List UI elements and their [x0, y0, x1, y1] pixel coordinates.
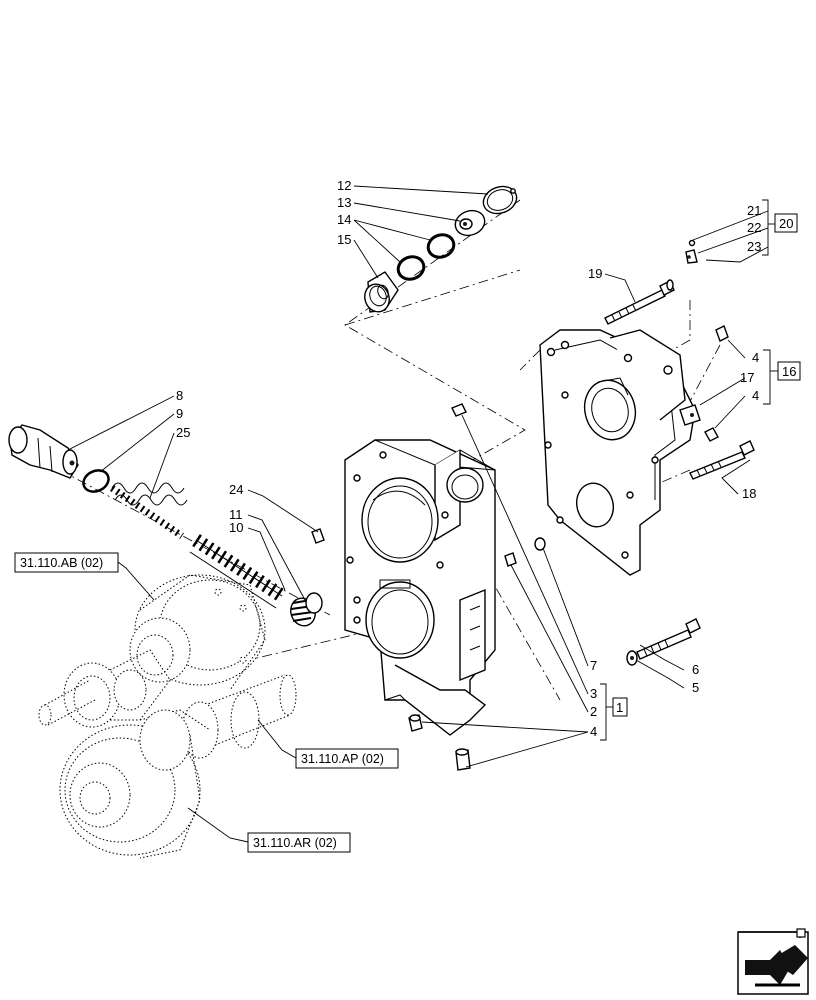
plug-7 — [534, 537, 546, 551]
reference-31-110-ab[interactable]: 31.110.AB (02) — [14, 552, 119, 573]
svg-text:20: 20 — [779, 216, 793, 231]
callout-3: 3 — [590, 686, 597, 701]
washer-13 — [454, 209, 486, 237]
spring-10 — [189, 534, 286, 609]
washer-5 — [626, 650, 638, 666]
bolt-18 — [689, 440, 755, 480]
callout-10: 10 — [229, 520, 243, 535]
callout-25: 25 — [176, 425, 190, 440]
callout-12: 12 — [337, 178, 351, 193]
callout-8: 8 — [176, 388, 183, 403]
main-housing-1 — [344, 439, 496, 736]
dowel-3 — [451, 403, 467, 417]
plug-4-bottom-a — [408, 714, 423, 732]
callout-17: 17 — [740, 370, 754, 385]
callout-11: 11 — [229, 507, 243, 522]
callout-13: 13 — [337, 195, 351, 210]
callout-box-20: 20 — [774, 213, 798, 233]
svg-text:31.110.AP (02): 31.110.AP (02) — [301, 752, 384, 766]
plug-4-top — [715, 325, 729, 342]
callout-21: 21 — [747, 203, 761, 218]
gear-assembly-ar-dotted — [59, 709, 211, 859]
o-ring-9 — [82, 469, 110, 493]
dowel-24 — [311, 528, 325, 544]
leader-lines — [67, 185, 769, 843]
o-ring-14a — [426, 233, 456, 259]
reference-31-110-ar[interactable]: 31.110.AR (02) — [247, 832, 351, 853]
reference-31-110-ap[interactable]: 31.110.AP (02) — [295, 748, 399, 769]
callout-5: 5 — [692, 680, 699, 695]
svg-text:31.110.AB (02): 31.110.AB (02) — [20, 556, 103, 570]
callout-7: 7 — [590, 658, 597, 673]
dowel-2 — [504, 552, 517, 567]
callout-4-bottom: 4 — [590, 724, 597, 739]
callout-24: 24 — [229, 482, 243, 497]
callout-23: 23 — [747, 239, 761, 254]
gear-assembly-ab-dotted — [129, 574, 266, 691]
svg-text:1: 1 — [616, 700, 623, 715]
plug-4-bottom-b — [455, 748, 471, 771]
spring-25 — [110, 482, 188, 539]
callout-9: 9 — [176, 406, 183, 421]
callout-labels: 12 13 14 15 19 21 22 23 4 17 4 18 8 9 25… — [176, 178, 761, 739]
valve-body-8 — [8, 424, 79, 479]
callout-box-1: 1 — [612, 697, 628, 717]
bracket-group-16 — [763, 349, 778, 405]
pin-assembly-21-23 — [685, 239, 698, 264]
o-ring-14b — [396, 255, 426, 281]
callout-15: 15 — [337, 232, 351, 247]
bolt-6 — [636, 618, 701, 660]
callout-22: 22 — [747, 220, 761, 235]
bolt-19 — [604, 279, 675, 325]
next-page-arrow-icon[interactable] — [737, 928, 809, 995]
callout-4-side: 4 — [752, 388, 759, 403]
svg-text:31.110.AR (02): 31.110.AR (02) — [253, 836, 337, 850]
callout-2: 2 — [590, 704, 597, 719]
plug-11 — [290, 592, 323, 627]
cover-housing-17 — [539, 329, 701, 576]
snap-ring-12 — [482, 185, 518, 215]
svg-text:16: 16 — [782, 364, 796, 379]
callout-19: 19 — [588, 266, 602, 281]
callout-14: 14 — [337, 212, 351, 227]
callout-6: 6 — [692, 662, 699, 677]
callout-box-16: 16 — [777, 361, 801, 381]
callout-4-top: 4 — [752, 350, 759, 365]
plug-4-side — [704, 427, 719, 442]
bracket-group-20 — [762, 199, 775, 256]
bracket-group-1 — [600, 683, 613, 741]
callout-18: 18 — [742, 486, 756, 501]
valve-15 — [364, 271, 399, 313]
